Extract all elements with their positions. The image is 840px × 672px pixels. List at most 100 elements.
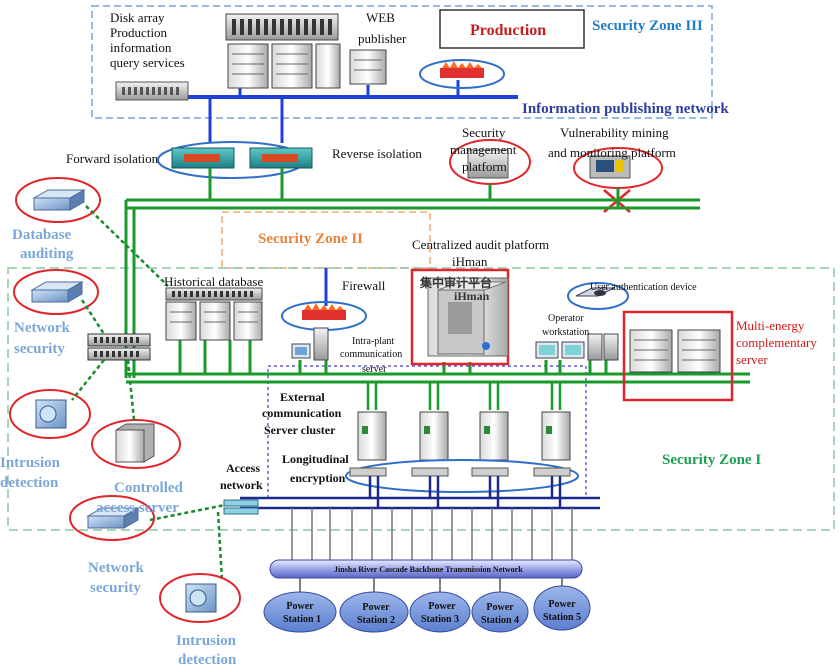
power-station-1-label: Station 1	[283, 614, 321, 625]
network-security-label-1: Network	[14, 320, 70, 336]
network-security-label-2: Network	[88, 560, 144, 576]
network-security-device-2	[69, 495, 155, 541]
longitudinal-label: Longitudinal	[282, 452, 349, 466]
multi-energy-label: server	[736, 352, 768, 367]
production-query-servers	[225, 13, 341, 89]
web-publisher-label: WEB	[366, 10, 395, 25]
longitudinal-encryption-devices	[345, 459, 579, 493]
database-auditing-device	[15, 177, 101, 223]
power-station-4-label: Power	[486, 602, 514, 613]
disk-array-label: query services	[110, 55, 185, 70]
dotted-links	[71, 205, 231, 581]
network-security-label-1: security	[14, 341, 65, 357]
operator-workstation-label: Operator	[548, 313, 584, 324]
historical-database-label: Historical database	[164, 274, 263, 289]
intrusion-detection-device-1	[9, 389, 91, 439]
vulnerability-label: and monitoring platform	[548, 145, 676, 160]
user-authentication-device-icon	[567, 282, 629, 310]
database-auditing-label: Database	[12, 227, 72, 243]
power-station-5	[533, 585, 591, 631]
power-station-1	[263, 591, 337, 633]
zone1-border	[7, 267, 835, 531]
intra-plant-label: communication	[340, 349, 402, 360]
switch-stack	[87, 333, 151, 361]
forward-isolation-device	[171, 147, 235, 169]
vulnerability-label: Vulnerability mining	[560, 125, 669, 140]
external-server-cluster	[357, 382, 571, 461]
zone2-firewall	[281, 268, 367, 331]
power-station-2-label: Power	[362, 602, 390, 613]
network-security-label-2: security	[90, 580, 141, 596]
reverse-isolation-device	[249, 147, 313, 169]
security-management-label: management	[450, 142, 517, 157]
network-security-device-1	[13, 269, 99, 315]
disk-array-label: information	[110, 40, 172, 55]
production-firewall	[419, 59, 505, 89]
power-station-3-label: Station 3	[421, 614, 459, 625]
zone3-label: Security Zone III	[592, 18, 703, 34]
power-station-4	[471, 591, 529, 633]
power-station-2	[339, 591, 409, 633]
web-publisher-device	[349, 49, 387, 85]
backbone-network	[269, 559, 583, 579]
intrusion-detection-label-1: Intrusion	[0, 455, 61, 471]
intrusion-detection-label-2: Intrusion	[176, 633, 237, 649]
access-network-buses	[240, 476, 600, 510]
zone2-label: Security Zone II	[258, 231, 363, 247]
external-cluster-label: External	[280, 390, 325, 404]
intra-plant-label: Intra-plant	[352, 336, 394, 347]
access-network-label: network	[220, 478, 263, 492]
zone1-label: Security Zone I	[662, 452, 761, 468]
access-network-switch	[223, 499, 259, 515]
power-station-5-label: Power	[548, 599, 576, 610]
ihman-brand-label: iHman	[454, 289, 490, 303]
drop-lines	[291, 508, 573, 560]
centralized-audit-label: iHman	[452, 254, 488, 269]
intrusion-detection-label-2: detection	[178, 652, 237, 668]
disk-array-label: Production	[110, 25, 168, 40]
longitudinal-label: encryption	[290, 471, 346, 485]
info-publishing-network-label: Information publishing network	[522, 101, 729, 117]
external-cluster-label: Server cluster	[264, 423, 336, 437]
operator-workstation-device	[535, 333, 619, 361]
ihman-screen-label: 集中审计平台	[419, 275, 492, 290]
external-cluster-label: communication	[262, 406, 342, 420]
security-management-platform-device	[449, 139, 531, 185]
power-station-3	[409, 591, 471, 633]
security-management-label: platform	[462, 159, 507, 174]
power-station-1-label: Power	[286, 601, 314, 612]
centralized-audit-label: Centralized audit platform	[412, 237, 549, 252]
multi-energy-server-device	[622, 310, 734, 402]
intra-plant-server-device	[291, 327, 329, 361]
power-station-3-label: Power	[428, 601, 456, 612]
controlled-access-server-device	[91, 419, 181, 469]
historical-database-servers	[165, 287, 263, 341]
user-authentication-label: User authentication device	[590, 282, 697, 293]
zone3-border	[91, 5, 713, 119]
intra-plant-label: server	[362, 364, 387, 375]
power-stations	[263, 585, 591, 633]
backbone-label: Jinsha River Cascade Backbone Transmissi…	[334, 565, 523, 574]
production-label: Production	[470, 22, 546, 39]
controlled-access-label: Controlled	[114, 480, 184, 496]
operator-workstation-label: workstation	[542, 327, 589, 338]
intrusion-detection-label-1: detection	[0, 475, 59, 491]
database-auditing-label: auditing	[20, 246, 74, 262]
controlled-access-label: access server	[96, 500, 179, 516]
firewall-label: Firewall	[342, 278, 386, 293]
isolation-devices	[157, 141, 313, 179]
ihman-audit-device	[410, 268, 510, 366]
station-links	[299, 578, 563, 594]
multi-energy-label: Multi-energy	[736, 318, 805, 333]
disk-array-device	[115, 81, 189, 101]
access-network-label: Access	[226, 461, 260, 475]
web-publisher-label: publisher	[358, 31, 407, 46]
power-station-4-label: Station 4	[481, 615, 519, 626]
power-station-5-label: Station 5	[543, 612, 581, 623]
intrusion-detection-device-2	[159, 573, 241, 623]
disk-array-label: Disk array	[110, 10, 165, 25]
production-box	[439, 9, 585, 49]
reverse-isolation-label: Reverse isolation	[332, 146, 422, 161]
